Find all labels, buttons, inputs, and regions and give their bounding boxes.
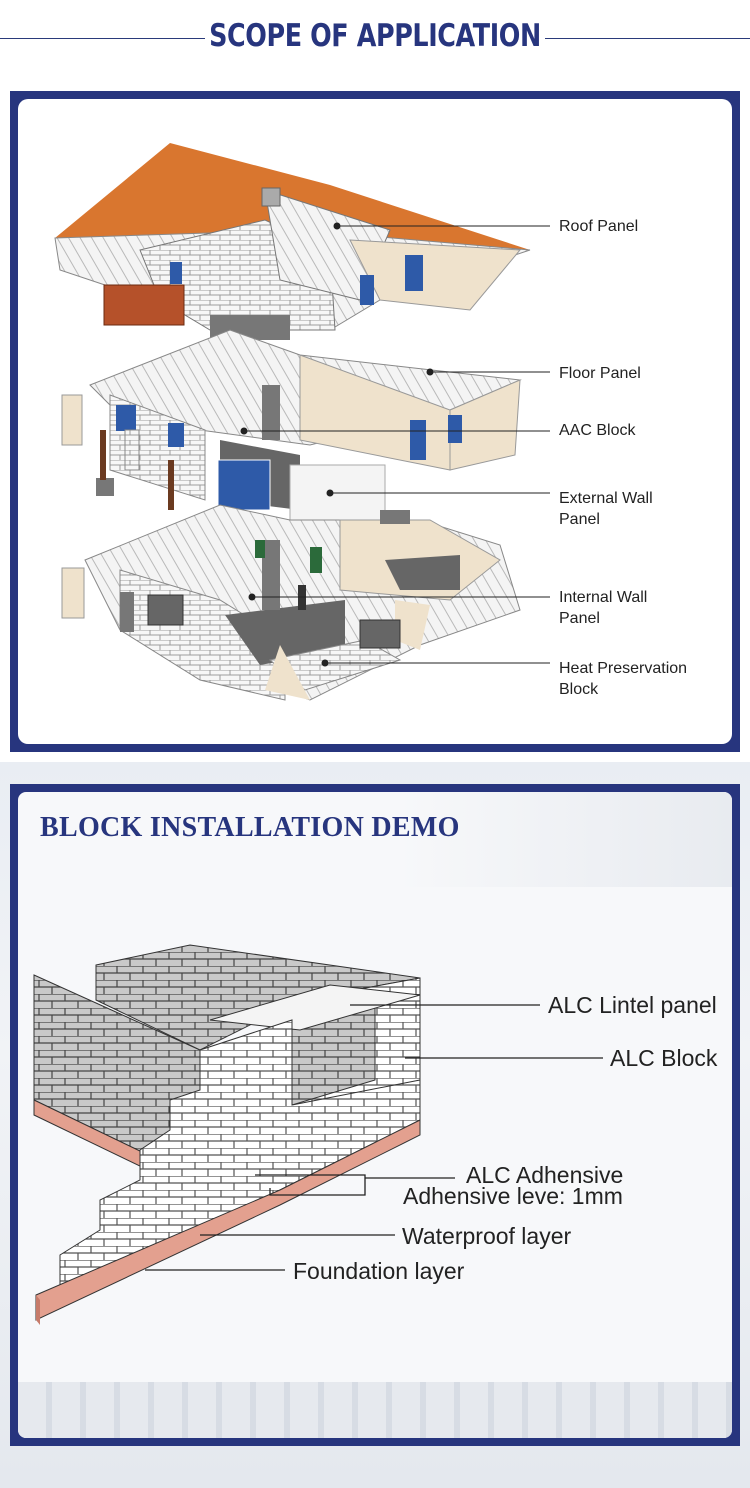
installation-title: BLOCK INSTALLATION DEMO bbox=[40, 812, 460, 843]
balcony bbox=[103, 284, 185, 326]
first-floor-level bbox=[61, 329, 522, 524]
label-adhesive-level: Adhensive leve: 1mm bbox=[403, 1183, 623, 1209]
label-waterproof-layer: Waterproof layer bbox=[402, 1223, 572, 1249]
house-exploded-illustration bbox=[54, 143, 550, 701]
wall-leader-lines bbox=[145, 1004, 603, 1271]
building-backdrop-bottom bbox=[18, 1382, 732, 1438]
label-alc-lintel-panel: ALC Lintel panel bbox=[548, 992, 717, 1018]
page-title: SCOPE OF APPLICATION bbox=[209, 18, 541, 54]
label-external-wall-panel: External Wall Panel bbox=[559, 490, 653, 528]
label-roof-panel: Roof Panel bbox=[559, 218, 639, 235]
block-wall-illustration bbox=[33, 944, 603, 1325]
label-floor-panel: Floor Panel bbox=[559, 365, 641, 382]
label-heat-preservation-block: Heat Preservation Block bbox=[559, 660, 688, 698]
label-aac-block: AAC Block bbox=[559, 422, 636, 439]
house-leader-lines bbox=[240, 222, 550, 667]
ground-floor-level bbox=[61, 504, 521, 701]
label-foundation-layer: Foundation layer bbox=[293, 1258, 465, 1284]
roof-surface bbox=[55, 143, 530, 250]
header-rule-left bbox=[0, 38, 205, 39]
roof-level bbox=[54, 143, 531, 340]
building-backdrop-top bbox=[398, 792, 732, 887]
label-alc-block: ALC Block bbox=[610, 1045, 718, 1071]
first-floor-window bbox=[217, 459, 271, 511]
header-rule-right bbox=[545, 38, 750, 39]
label-internal-wall-panel: Internal Wall Panel bbox=[559, 589, 648, 627]
label-alc-adhesive: ALC Adhensive bbox=[466, 1162, 624, 1188]
